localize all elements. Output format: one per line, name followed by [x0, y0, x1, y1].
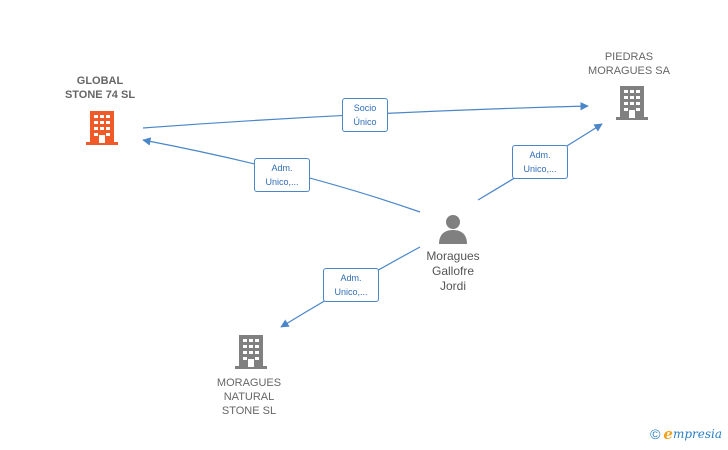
edge-label-socio-unico[interactable]: Socio Único [342, 98, 388, 132]
person-icon[interactable] [437, 213, 469, 245]
node-label-global-stone: GLOBAL STONE 74 SL [64, 75, 136, 101]
edge-label-adm-moragues-natural[interactable]: Adm. Unico,... [323, 268, 379, 302]
copyright-icon: © [650, 426, 661, 442]
node-label-piedras-moragues: PIEDRAS MORAGUES SA [588, 51, 670, 77]
node-label-moragues-natural: MORAGUES NATURAL STONE SL [216, 377, 282, 417]
edge-label-adm-global-stone[interactable]: Adm. Unico,... [254, 158, 310, 192]
brand-logo-e: e [663, 425, 673, 443]
building-icon[interactable] [86, 111, 118, 145]
brand-logo-text: mpresia [672, 427, 722, 441]
building-icon[interactable] [235, 335, 267, 369]
building-icon[interactable] [616, 86, 648, 120]
node-label-person: Moragues Gallofre Jordi [426, 249, 480, 293]
edge-label-adm-piedras[interactable]: Adm. Unico,... [512, 145, 568, 179]
empresia-watermark: © e mpresia [650, 424, 722, 444]
